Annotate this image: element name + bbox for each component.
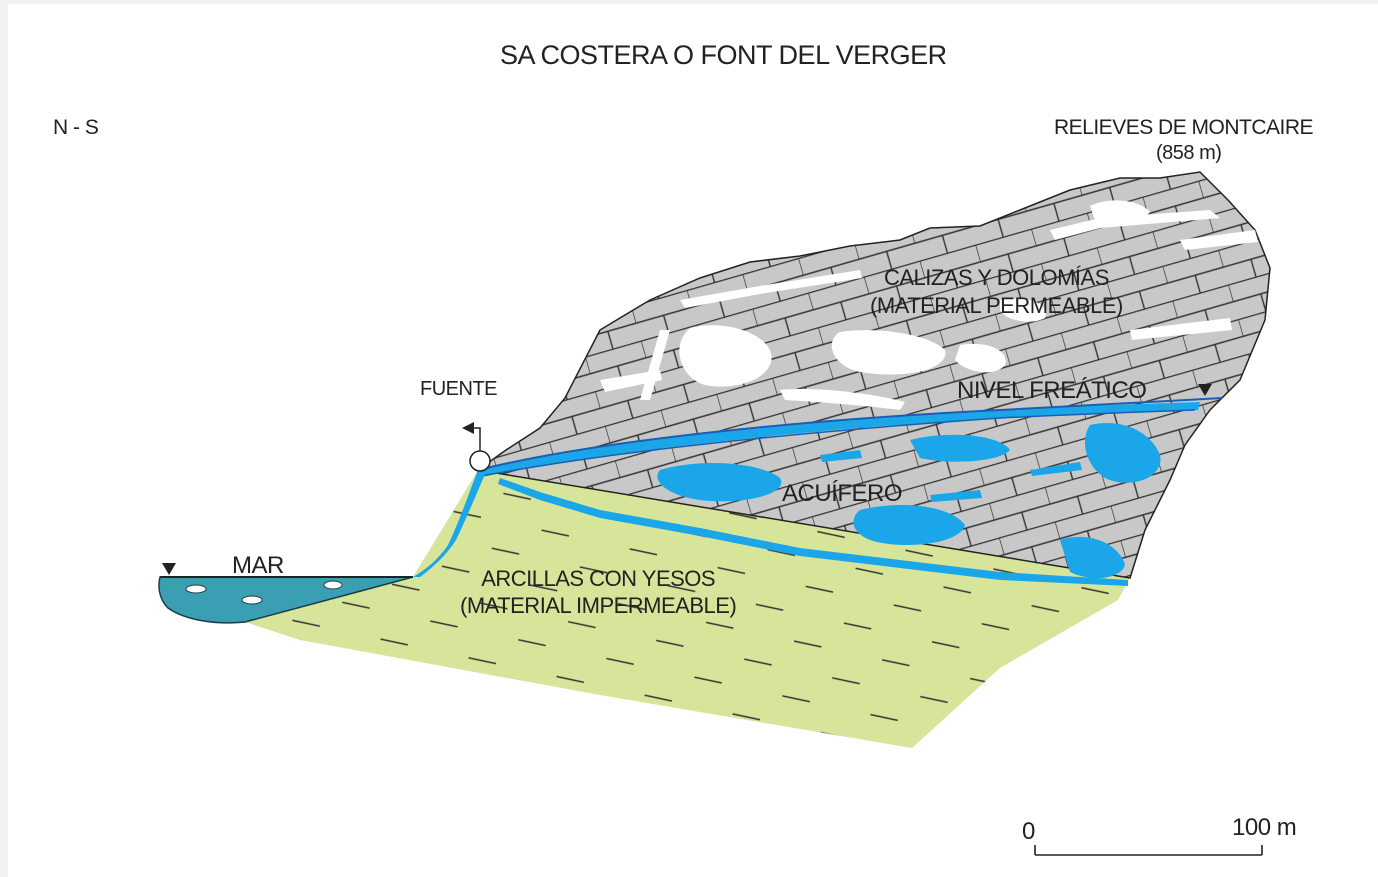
relief-name: RELIEVES DE MONTCAIRE <box>1054 116 1314 139</box>
water-table-marker-icon <box>1198 384 1212 396</box>
limestone-label: CALIZAS Y DOLOMÍAS (MATERIAL PERMEABLE) <box>870 264 1123 320</box>
relief-altitude: (858 m) <box>1156 142 1222 164</box>
wave-icons <box>185 580 343 605</box>
orientation-label: N - S <box>53 116 99 139</box>
water-table-line <box>477 397 1223 471</box>
scale-bar <box>1034 845 1263 856</box>
limestone-label-line1: CALIZAS Y DOLOMÍAS <box>883 265 1109 290</box>
spring-arrow-icon <box>462 422 481 451</box>
water-table-label: NIVEL FREÁTICO <box>957 377 1147 404</box>
spring-stream <box>413 470 486 577</box>
clay-label: ARCILLAS CON YESOS (MATERIAL IMPERMEABLE… <box>460 565 737 619</box>
spring-icon <box>469 450 491 472</box>
karst-voids <box>600 200 1258 410</box>
aquifer-zone <box>478 402 1200 586</box>
diagram-title: SA COSTERA O FONT DEL VERGER <box>500 40 947 70</box>
scale-end-label: 100 m <box>1232 814 1297 841</box>
clay-label-line1: ARCILLAS CON YESOS <box>481 566 716 591</box>
scale-start-label: 0 <box>1022 818 1035 845</box>
clay-layer <box>245 470 1130 748</box>
spring-label: FUENTE <box>420 378 498 400</box>
water-table-line-lower <box>481 409 1196 477</box>
sea-water <box>158 576 414 624</box>
sea-level-marker-icon <box>162 563 176 575</box>
limestone-label-line2: (MATERIAL PERMEABLE) <box>870 293 1123 318</box>
aquifer-label: ACUÍFERO <box>782 480 903 507</box>
clay-label-line2: (MATERIAL IMPERMEABLE) <box>460 593 737 618</box>
sea-label: MAR <box>232 552 284 579</box>
